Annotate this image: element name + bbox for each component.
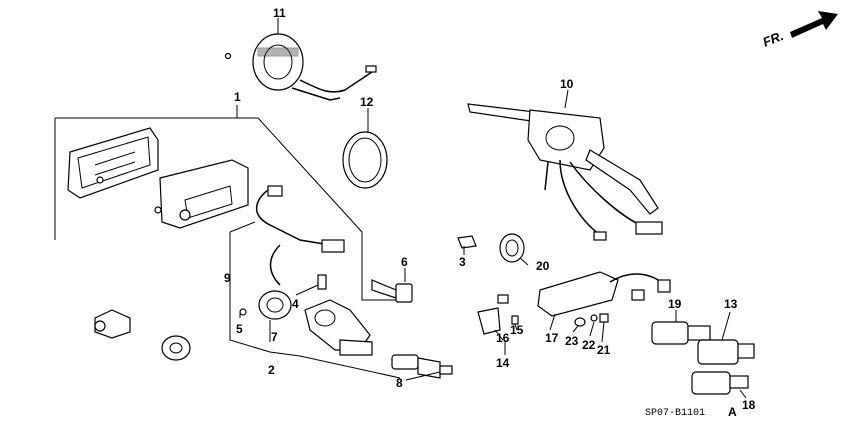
callout-16: 16 [496, 331, 510, 345]
callout-10: 10 [560, 77, 574, 91]
callout-13: 13 [724, 297, 738, 311]
callout-23: 23 [565, 334, 579, 348]
callout-4: 4 [292, 297, 299, 311]
callout-12: 12 [360, 95, 374, 109]
part-cable-reel [224, 33, 377, 101]
part-combination-switch [467, 103, 663, 241]
front-arrow-icon [790, 11, 838, 38]
callout-22: 22 [582, 338, 596, 352]
callout-8: 8 [396, 376, 403, 390]
part-ignition-harness [239, 185, 345, 320]
group-outline-1 [55, 117, 400, 301]
part-key [371, 279, 413, 303]
part-actuator-18 [691, 371, 749, 395]
callout-5: 5 [236, 322, 243, 336]
callout-15: 15 [510, 323, 524, 337]
diagram-code-suffix: A [728, 405, 737, 419]
front-label: FR. [761, 28, 786, 50]
callout-14: 14 [496, 356, 510, 370]
part-key-cylinder [391, 354, 453, 379]
part-ring [342, 131, 388, 189]
part-control-module [537, 271, 671, 317]
callout-11: 11 [273, 6, 286, 20]
callout-1: 1 [234, 90, 241, 104]
part-actuator-19 [651, 321, 711, 345]
leader-lines [239, 18, 747, 399]
callout-3: 3 [459, 255, 466, 269]
part-handle-assembly [67, 127, 249, 229]
callout-20: 20 [536, 259, 550, 273]
callout-7: 7 [271, 330, 278, 344]
callout-21: 21 [597, 343, 611, 357]
part-clip-and-band [457, 233, 525, 263]
callout-9: 9 [224, 271, 231, 285]
part-latch [94, 309, 131, 339]
part-actuator-13 [697, 339, 755, 365]
callout-19: 19 [668, 297, 682, 311]
part-cylinder-small [161, 335, 191, 361]
diagram-code: SP07-B1101 [645, 408, 705, 419]
part-bracket [477, 294, 519, 335]
front-direction-indicator: FR. [761, 11, 838, 50]
callout-6: 6 [401, 255, 408, 269]
callout-18: 18 [742, 398, 756, 412]
part-washers [574, 313, 609, 327]
callout-labels: 11 1 12 10 9 6 3 20 4 5 7 2 8 15 16 14 1… [224, 6, 756, 412]
callout-2: 2 [268, 363, 275, 377]
callout-17: 17 [545, 331, 559, 345]
group-outline-9 [229, 232, 401, 379]
part-lock-housing [304, 299, 373, 356]
